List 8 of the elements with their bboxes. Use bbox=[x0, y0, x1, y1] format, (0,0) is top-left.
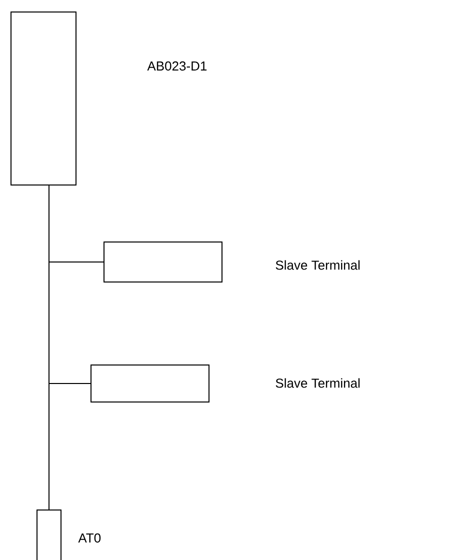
device-box bbox=[10, 12, 76, 186]
device-box bbox=[104, 242, 222, 282]
device-label: Slave Terminal bbox=[276, 260, 360, 270]
device-label: AT0 bbox=[78, 533, 101, 543]
device-box bbox=[90, 364, 210, 402]
device-label: AB023-D1 bbox=[147, 61, 207, 71]
bus-line bbox=[48, 184, 50, 510]
device-label: Slave Terminal bbox=[276, 378, 360, 388]
